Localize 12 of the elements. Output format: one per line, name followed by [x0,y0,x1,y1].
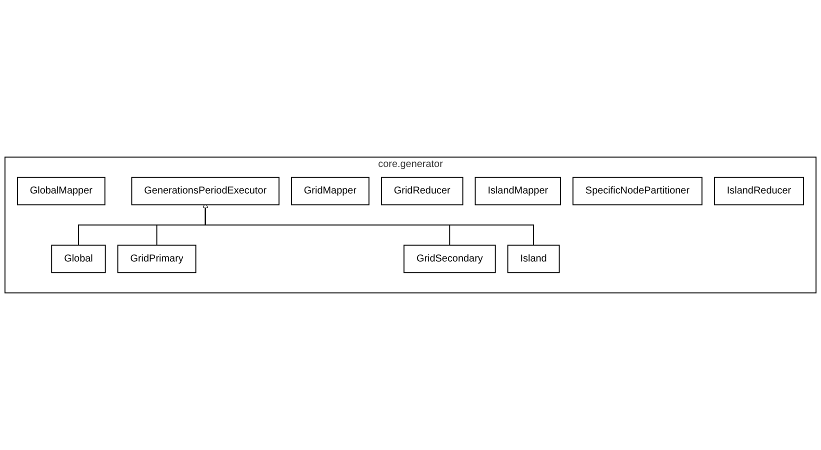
class-box: GridMapper [291,176,370,206]
class-box: GlobalMapper [16,176,106,206]
class-box: SpecificNodePartitioner [572,176,702,206]
class-box: GenerationsPeriodExecutor [131,176,280,206]
class-box: GridPrimary [117,244,196,274]
class-box: GridReducer [380,176,464,206]
class-box: GridSecondary [404,244,496,274]
class-box: IslandMapper [474,176,561,206]
class-box: Global [51,244,106,274]
class-box: Island [507,244,560,274]
class-box: IslandReducer [714,176,804,206]
inheritance-arrow [202,202,534,246]
